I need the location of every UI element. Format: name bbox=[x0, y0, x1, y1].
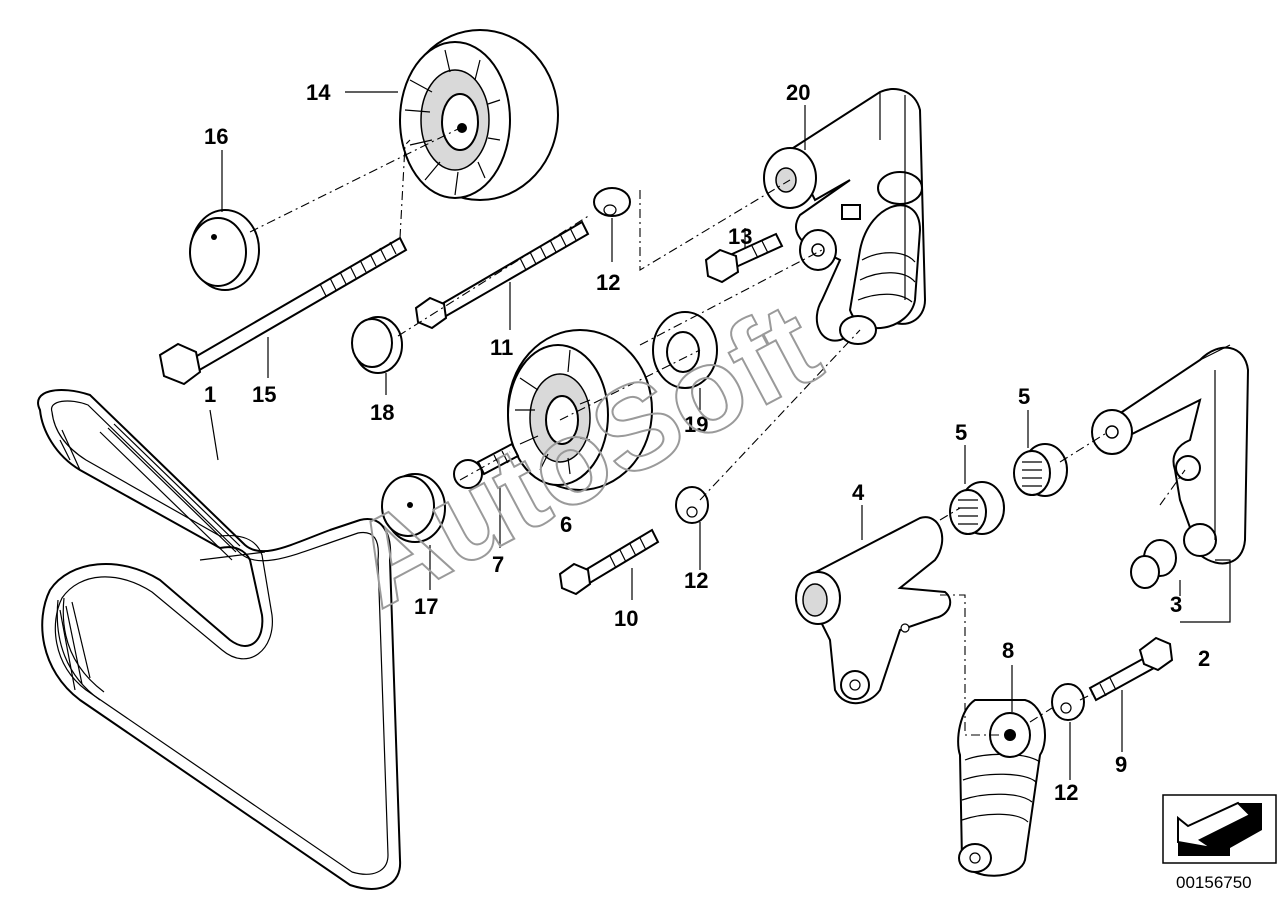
belt-tensioner-assembly bbox=[763, 88, 927, 345]
callout-9: 9 bbox=[1115, 752, 1127, 777]
long-bolt bbox=[158, 236, 408, 386]
bushing-left bbox=[949, 481, 1005, 535]
bushing-right bbox=[1013, 443, 1068, 497]
callout-20: 20 bbox=[786, 80, 810, 105]
callout-3: 3 bbox=[1170, 592, 1182, 617]
dust-cap-middle bbox=[351, 316, 403, 374]
callout-8: 8 bbox=[1002, 638, 1014, 663]
callout-10: 10 bbox=[614, 606, 638, 631]
hydraulic-damper bbox=[957, 699, 1046, 877]
tensioner-bracket bbox=[1091, 344, 1250, 565]
callout-18: 18 bbox=[370, 400, 394, 425]
direction-arrow-icon bbox=[1162, 794, 1277, 864]
washer-lower bbox=[1051, 683, 1085, 721]
callout-11: 11 bbox=[490, 335, 513, 360]
callout-7: 7 bbox=[492, 552, 504, 577]
tensioner-arm bbox=[795, 516, 952, 705]
washer-upper bbox=[593, 187, 631, 217]
callout-12a: 12 bbox=[596, 270, 620, 295]
callout-labels: 1 2 3 4 5 5 6 7 8 9 10 11 12 12 12 13 14… bbox=[204, 80, 1210, 805]
sleeve bbox=[1130, 539, 1177, 589]
callout-5a: 5 bbox=[955, 420, 967, 445]
callout-1: 1 bbox=[204, 382, 216, 407]
damper-bolt bbox=[1088, 636, 1174, 702]
callout-17: 17 bbox=[414, 594, 438, 619]
callout-6: 6 bbox=[560, 512, 572, 537]
drive-belt bbox=[37, 389, 402, 890]
spacer-ring bbox=[652, 311, 718, 389]
callout-5b: 5 bbox=[1018, 384, 1030, 409]
hex-bolt-upper bbox=[704, 232, 784, 284]
callout-4: 4 bbox=[852, 480, 865, 505]
callout-19: 19 bbox=[684, 412, 708, 437]
dust-cap-lower bbox=[381, 473, 446, 543]
callout-14: 14 bbox=[306, 80, 331, 105]
callout-2: 2 bbox=[1198, 646, 1210, 671]
washer-middle bbox=[675, 486, 709, 524]
mounting-bolt-middle bbox=[414, 220, 590, 330]
callout-12b: 12 bbox=[684, 568, 708, 593]
upper-idler-pulley bbox=[399, 29, 559, 201]
document-number: 00156750 bbox=[1176, 873, 1252, 892]
dust-cap-upper bbox=[189, 209, 260, 291]
hex-bolt-lower bbox=[558, 528, 660, 596]
callout-13: 13 bbox=[728, 224, 752, 249]
callout-12c: 12 bbox=[1054, 780, 1078, 805]
leader-lines bbox=[209, 91, 1231, 780]
callout-16: 16 bbox=[204, 124, 228, 149]
callout-15: 15 bbox=[252, 382, 276, 407]
assembly-axis-lines bbox=[249, 127, 1186, 736]
